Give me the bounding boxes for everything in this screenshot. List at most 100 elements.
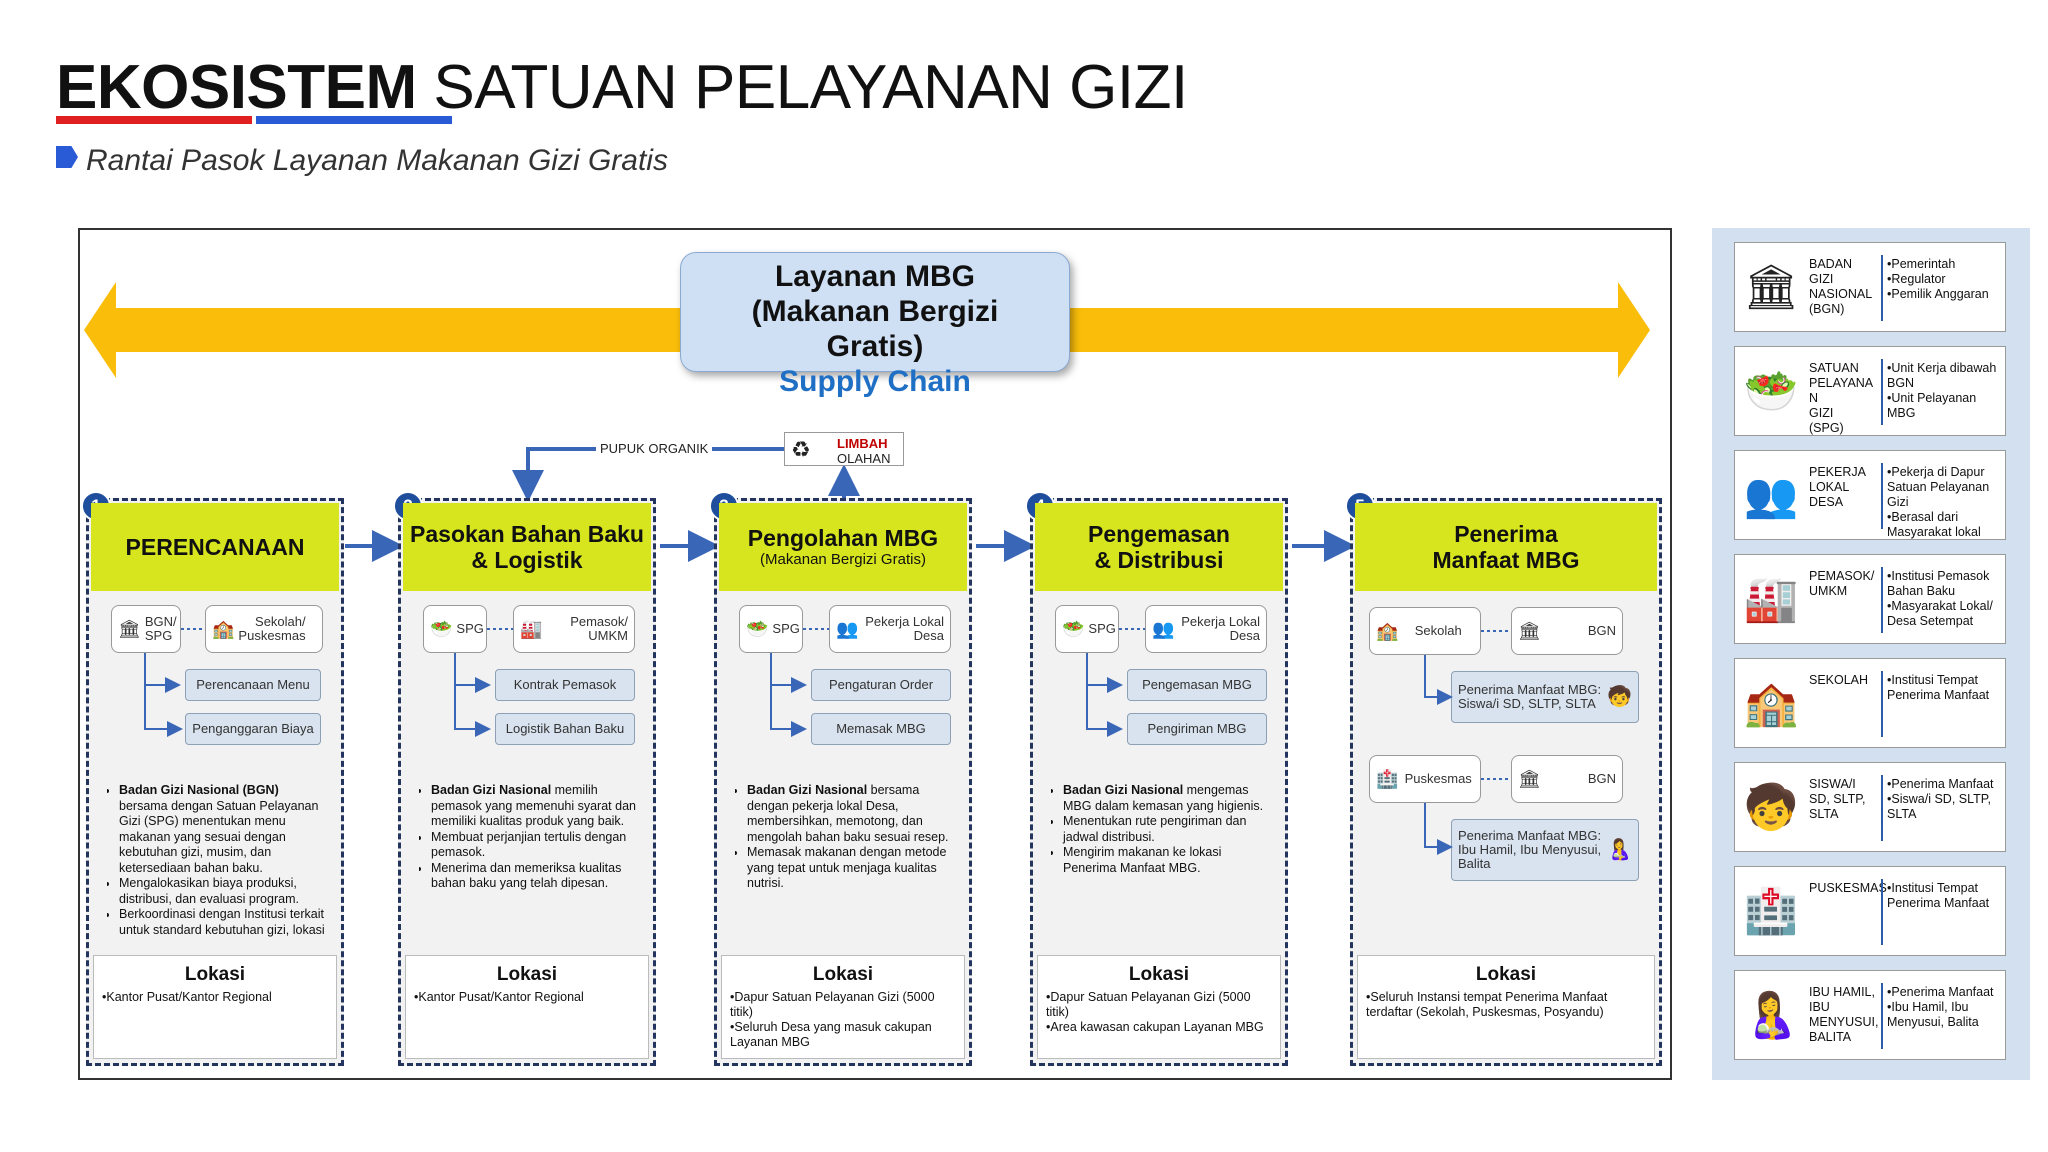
- legend-item: 🧒SISWA/I SD, SLTP, SLTA Penerima ManfaatS…: [1734, 762, 2006, 852]
- legend-desc-item: Berasal dari Masyarakat lokal: [1887, 510, 2003, 540]
- legend-desc-item: Unit Pelayanan MBG: [1887, 391, 2003, 421]
- stage-header: Pasokan Bahan Baku & Logistik: [403, 503, 651, 591]
- actor-chip: 🏭Pemasok/ UMKM: [513, 605, 635, 653]
- stage-bullets: Badan Gizi Nasional bersama dengan peker…: [735, 783, 957, 961]
- legend-desc-item: Institusi Tempat Penerima Manfaat: [1887, 673, 2003, 703]
- legend-name: PUSKESMAS: [1809, 881, 1887, 895]
- location-item: •Area kawasan cakupan Layanan MBG: [1046, 1020, 1264, 1034]
- recipient-students: Penerima Manfaat MBG: Siswa/i SD, SLTP, …: [1451, 671, 1639, 723]
- legend-separator: [1881, 671, 1883, 737]
- stage-title: Pasokan Bahan Baku & Logistik: [410, 521, 644, 573]
- mother-icon: 🤱: [1607, 839, 1632, 861]
- stage-column-4: 4 Pengemasan & Distribusi 🥗SPG 👥Pekerja …: [1025, 491, 1288, 1066]
- stage-column-2: 2 Pasokan Bahan Baku & Logistik 🥗SPG 🏭Pe…: [393, 491, 656, 1066]
- sub-step: Pengaturan Order: [811, 669, 951, 701]
- legend-description: Unit Kerja dibawah BGNUnit Pelayanan MBG: [1887, 361, 2003, 421]
- legend-desc-item: Siswa/i SD, SLTP, SLTA: [1887, 792, 2003, 822]
- bullet-item: Badan Gizi Nasional bersama dengan peker…: [747, 783, 957, 845]
- stage-title: PERENCANAAN: [125, 534, 305, 560]
- legend-separator: [1881, 879, 1883, 945]
- bullet-item: Badan Gizi Nasional mengemas MBG dalam k…: [1063, 783, 1273, 814]
- legend-separator: [1881, 983, 1883, 1049]
- bank-icon: 🏛: [1518, 621, 1541, 641]
- bank-icon: 🏛: [1743, 263, 1799, 312]
- chip-tree: [454, 628, 513, 737]
- workers-icon: 👥: [1743, 471, 1799, 520]
- stage-bullets: Badan Gizi Nasional mengemas MBG dalam k…: [1051, 783, 1273, 961]
- limbah-label: LIMBAH: [837, 436, 888, 451]
- banner-line-3: Gratis): [826, 330, 924, 363]
- actor-chip-school: 🏫Sekolah: [1369, 607, 1481, 655]
- chip-label: Pekerja Lokal Desa: [1181, 614, 1260, 643]
- legend-name: PEMASOK/ UMKM: [1809, 569, 1875, 598]
- workers-icon: 👥: [1152, 619, 1175, 639]
- actor-chip: 🥗SPG: [739, 605, 803, 653]
- legend-desc-item: Masyarakat Lokal/ Desa Setempat: [1887, 599, 2003, 629]
- legend-item: 🏛BADAN GIZI NASIONAL (BGN)PemerintahRegu…: [1734, 242, 2006, 332]
- bullet-item: Menerima dan memeriksa kualitas bahan ba…: [431, 861, 641, 892]
- bullet-item: Memasak makanan dengan metode yang tepat…: [747, 845, 957, 892]
- students-icon: 🧒: [1743, 783, 1799, 832]
- legend-desc-item: Pemilik Anggaran: [1887, 287, 2003, 302]
- legend-name: SISWA/I SD, SLTP, SLTA: [1809, 777, 1866, 821]
- stage-column-1: 1 PERENCANAAN 🏛BGN/ SPG 🏫Sekolah/ Puskes…: [81, 491, 344, 1066]
- hospital-icon: 🏥: [1376, 769, 1399, 789]
- legend-description: Penerima ManfaatIbu Hamil, Ibu Menyusui,…: [1887, 985, 2003, 1030]
- bullet-item: Berkoordinasi dengan Institusi terkait u…: [119, 907, 329, 938]
- legend-item: 🤱IBU HAMIL, IBU MENYUSUI, BALITAPenerima…: [1734, 970, 2006, 1060]
- title-rest: SATUAN PELAYANAN GIZI: [416, 53, 1188, 122]
- legend-desc-item: Institusi Tempat Penerima Manfaat: [1887, 881, 2003, 911]
- chip-label: SPG: [1088, 621, 1116, 636]
- bullet-item: Mengirim makanan ke lokasi Penerima Manf…: [1063, 845, 1273, 876]
- sub-step: Logistik Bahan Baku: [495, 713, 635, 745]
- legend-name: BADAN GIZI NASIONAL (BGN): [1809, 257, 1873, 316]
- page-title: EKOSISTEM SATUAN PELAYANAN GIZI: [56, 52, 1188, 123]
- legend-item: 🥗SATUAN PELAYANA N GIZI (SPG)Unit Kerja …: [1734, 346, 2006, 436]
- legend-description: Institusi Tempat Penerima Manfaat: [1887, 673, 2003, 703]
- students-icon: 🧒: [1607, 686, 1632, 708]
- limbah-olahan-box: ♻ LIMBAH OLAHAN: [784, 432, 904, 466]
- sub-step: Kontrak Pemasok: [495, 669, 635, 701]
- location-box: Lokasi •Kantor Pusat/Kantor Regional: [93, 955, 337, 1059]
- chip-tree: [770, 628, 829, 737]
- bullet-item: Membuat perjanjian tertulis dengan pemas…: [431, 830, 641, 861]
- location-item: •Kantor Pusat/Kantor Regional: [414, 990, 584, 1004]
- sub-step: Penganggaran Biaya: [185, 713, 321, 745]
- stage-bullets: Badan Gizi Nasional (BGN) bersama dengan…: [107, 783, 329, 961]
- stage-title-wrap: Pengolahan MBG(Makanan Bergizi Gratis): [748, 525, 938, 569]
- chip-label: SPG: [456, 621, 484, 636]
- legend-separator: [1881, 775, 1883, 841]
- supplier-icon: 🏭: [1743, 575, 1799, 624]
- page-subtitle: Rantai Pasok Layanan Makanan Gizi Gratis: [86, 144, 668, 177]
- legend-name: SATUAN PELAYANA N GIZI (SPG): [1809, 361, 1874, 435]
- banner-line-1: Layanan MBG: [774, 260, 976, 293]
- legend-desc-item: Regulator: [1887, 272, 2003, 287]
- legend-desc-item: Ibu Hamil, Ibu Menyusui, Balita: [1887, 1000, 2003, 1030]
- school-icon: 🏫: [1743, 679, 1799, 728]
- chip-label: Sekolah: [1414, 623, 1462, 638]
- pupuk-organik-label: PUPUK ORGANIK: [596, 441, 713, 456]
- location-box: Lokasi •Seluruh Instansi tempat Penerima…: [1357, 955, 1655, 1059]
- actor-chip: 🏫Sekolah/ Puskesmas: [205, 605, 323, 653]
- bank-icon: 🏛: [1518, 769, 1541, 789]
- chip-label: Sekolah/ Puskesmas: [238, 614, 306, 643]
- actor-chip-puskesmas: 🏥Puskesmas: [1369, 755, 1481, 803]
- actor-chip-bgn: 🏛BGN: [1511, 755, 1623, 803]
- sub-step: Perencanaan Menu: [185, 669, 321, 701]
- bullet-item: Mengalokasikan biaya produksi, distribus…: [119, 876, 329, 907]
- legend-desc-item: Penerima Manfaat: [1887, 777, 2003, 792]
- actor-chip: 🥗SPG: [1055, 605, 1119, 653]
- legend-separator: [1881, 359, 1883, 425]
- banner-line-2: (Makanan Bergizi: [751, 295, 999, 328]
- olahan-label: OLAHAN: [837, 451, 891, 466]
- legend-description: Institusi Pemasok Bahan BakuMasyarakat L…: [1887, 569, 2003, 629]
- location-item: •Dapur Satuan Pelayanan Gizi (5000 titik…: [1046, 990, 1251, 1019]
- workers-icon: 👥: [836, 619, 859, 639]
- title-bold: EKOSISTEM: [56, 53, 417, 122]
- spg-icon: 🥗: [1743, 367, 1799, 416]
- legend-name: PEKERJA LOKAL DESA: [1809, 465, 1866, 509]
- sub-step: Memasak MBG: [811, 713, 951, 745]
- legend-separator: [1881, 463, 1883, 529]
- stage-bullets: Badan Gizi Nasional memilih pemasok yang…: [419, 783, 641, 961]
- stage-header: Penerima Manfaat MBG: [1355, 503, 1657, 591]
